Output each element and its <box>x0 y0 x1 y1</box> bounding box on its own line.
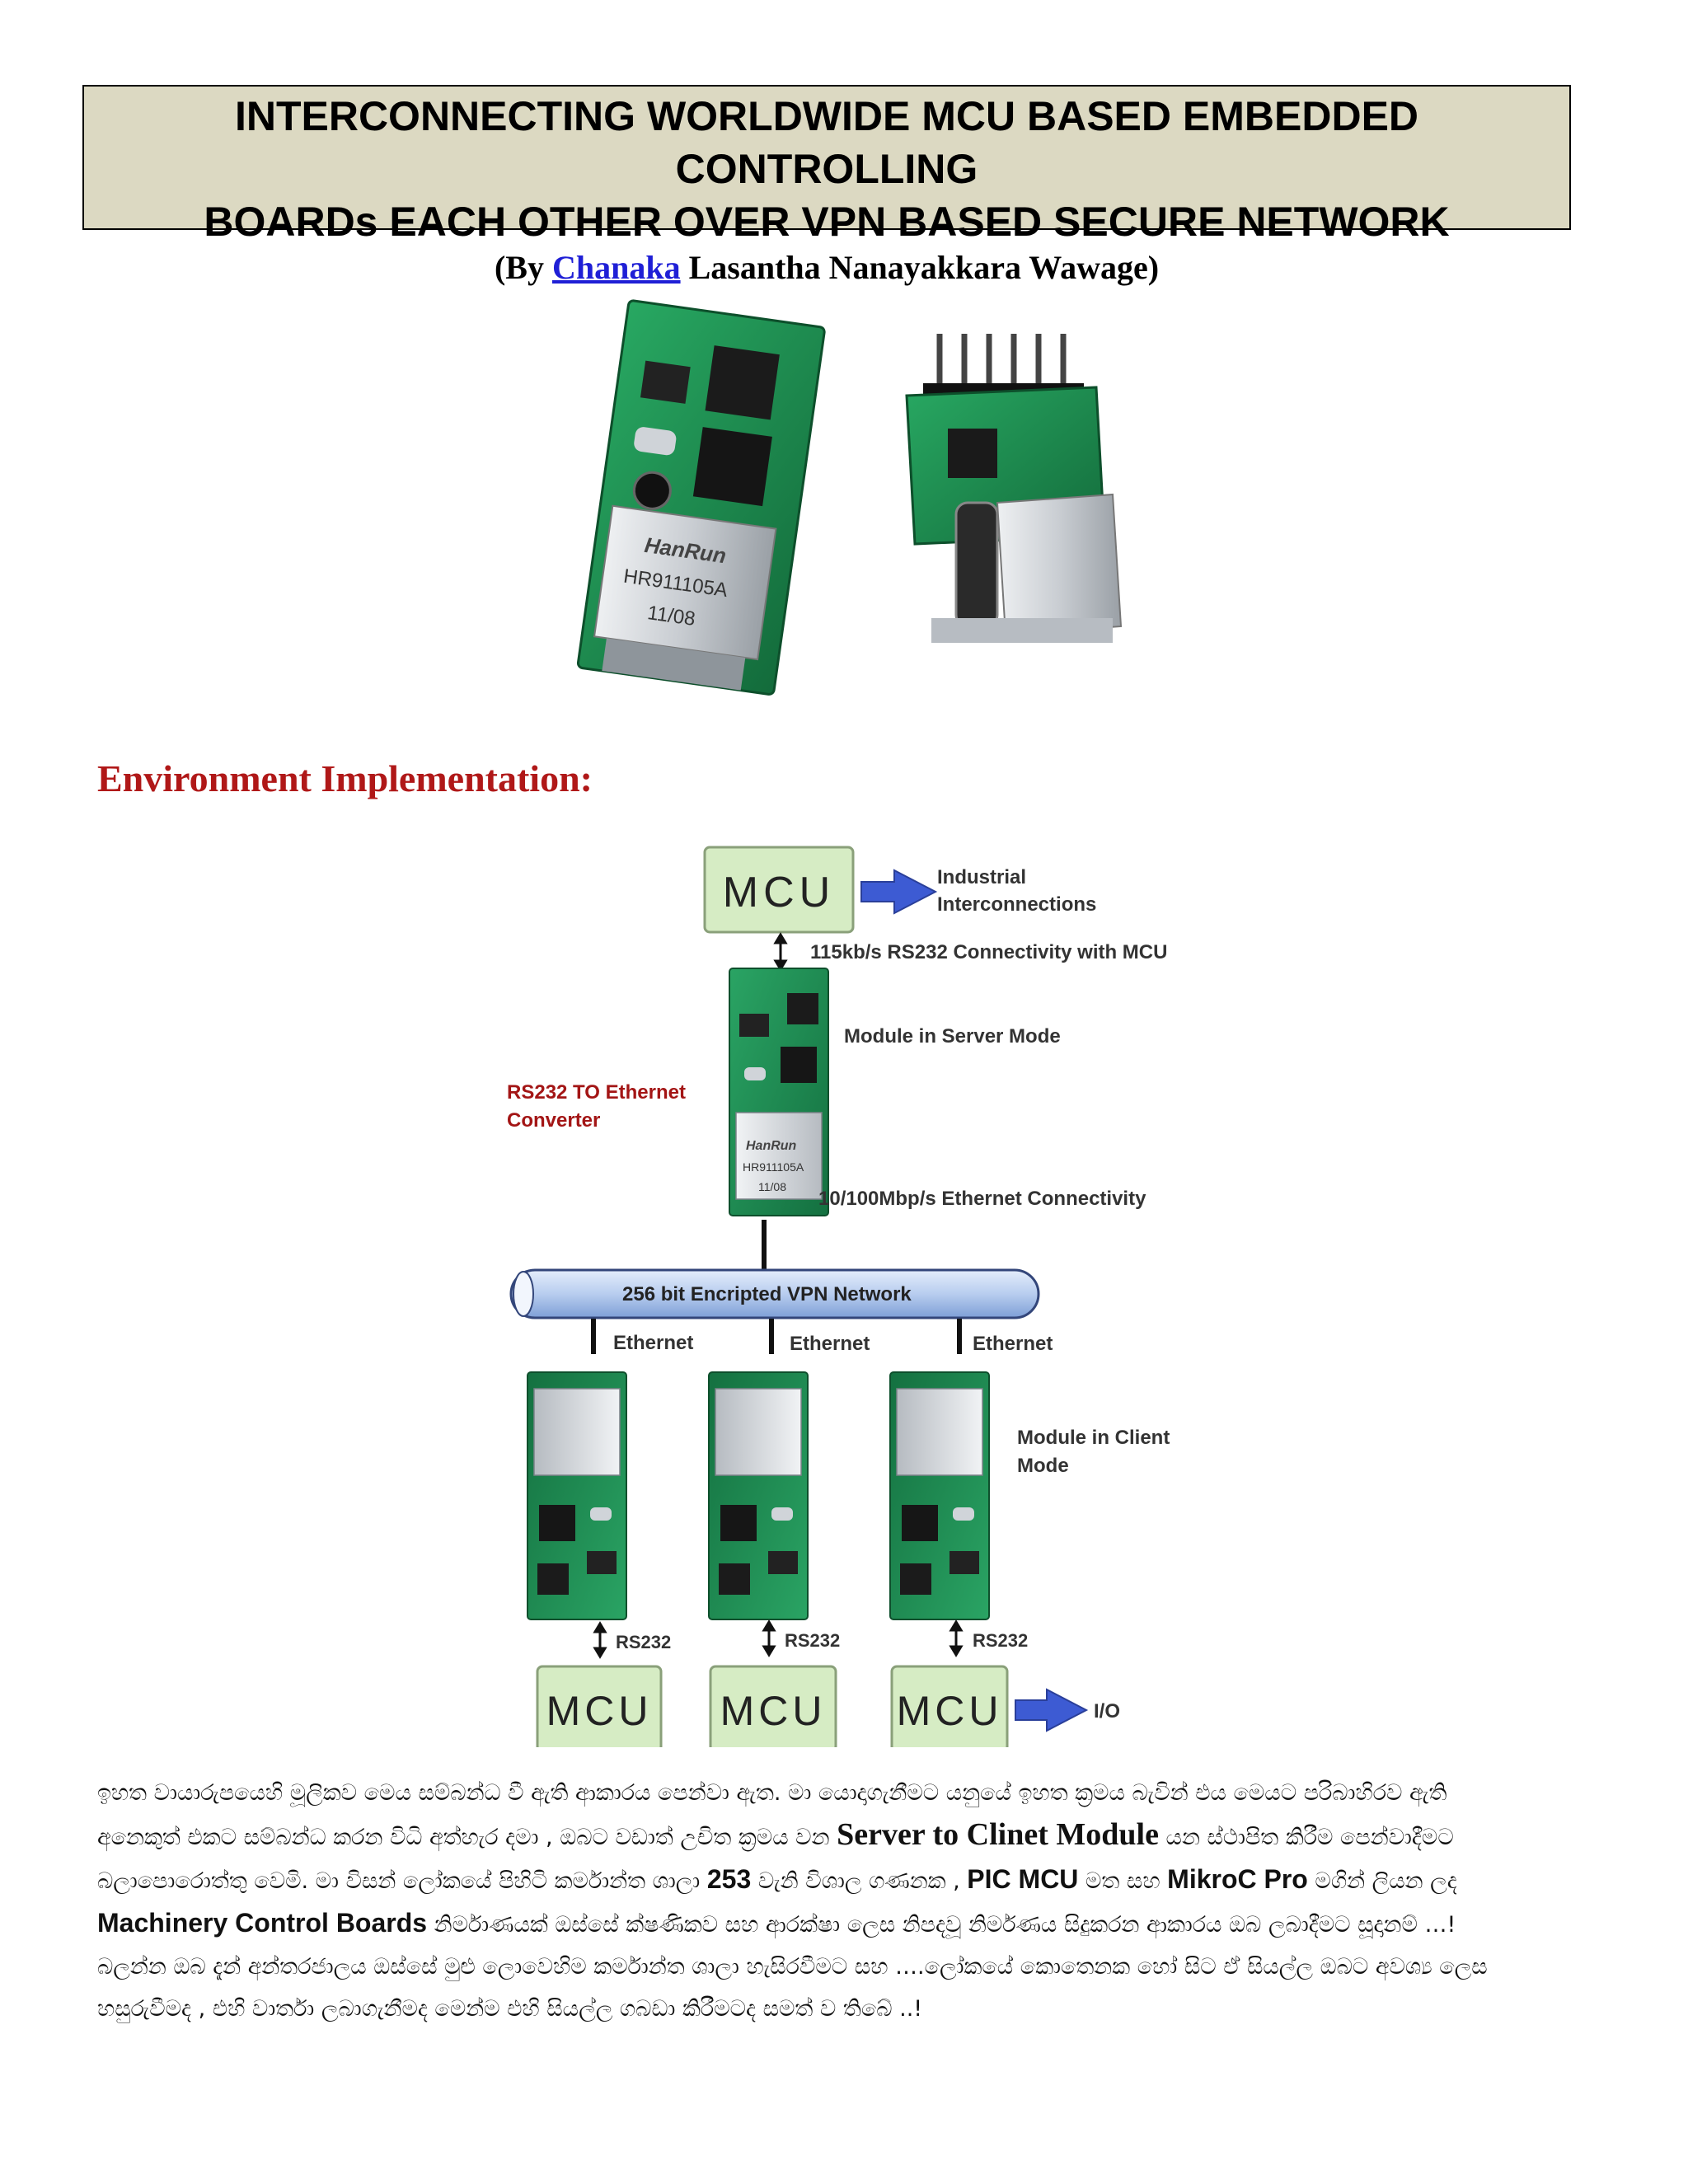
client-drop-3 <box>957 1319 962 1354</box>
mcu-box-top <box>703 846 855 934</box>
vpn-network-label: 256 bit Encripted VPN Network <box>622 1283 912 1305</box>
rs232-label-2: RS232 <box>785 1630 840 1651</box>
byline-rest: Lasantha Nanayakkara Wawage) <box>680 249 1160 286</box>
para-bold-machinery: Machinery Control Boards <box>97 1908 428 1938</box>
para-bold-253: 253 <box>706 1864 752 1894</box>
client-module-1 <box>527 1371 627 1620</box>
industrial-line-2: Interconnections <box>937 893 1096 916</box>
client-mode-line-1: Module in Client <box>1017 1427 1170 1449</box>
server-chip-model: HR911105A <box>743 1160 804 1174</box>
para-text-2: යන ස්ථාපිත කිරීම පෙන්වාදීමට බලාපොරොත්තු … <box>97 1825 1454 1894</box>
para-text-5: මගින් ලියන ලද <box>1307 1868 1457 1894</box>
arrow-io <box>1015 1688 1089 1732</box>
body-paragraph: ඉහත වායාරුපයෙහි මූලිකව මෙය සම්බන්ධ වී ඇත… <box>97 1772 1498 2030</box>
title-line-1: INTERCONNECTING WORLDWIDE MCU BASED EMBE… <box>234 93 1419 192</box>
mcu-label-top: MCU <box>723 869 835 916</box>
rs232-arrow-1 <box>593 1621 607 1659</box>
mcu-label-1: MCU <box>546 1688 653 1734</box>
byline-open: (By <box>494 249 552 286</box>
io-label: I/O <box>1094 1700 1120 1722</box>
server-module: HanRun HR911105A 11/08 <box>729 968 829 1216</box>
para-text-3: වැනි විශාල ගණනක , <box>751 1868 968 1894</box>
client-drop-1 <box>591 1319 596 1354</box>
ethernet-label-2: Ethernet <box>790 1333 870 1355</box>
converter-line-2: Converter <box>507 1109 600 1132</box>
arrow-industrial <box>860 869 938 915</box>
server-chip-brand: HanRun <box>746 1139 797 1153</box>
rs232-arrow-3 <box>949 1619 964 1657</box>
title-box: INTERCONNECTING WORLDWIDE MCU BASED EMBE… <box>82 85 1571 286</box>
byline: (By Chanaka Lasantha Nanayakkara Wawage) <box>84 248 1569 288</box>
network-diagram: MCU Industrial Interconnections 115kb/s … <box>507 846 1170 1747</box>
para-text-1: ඉහත වායාරුපයෙහි මූලිකව මෙය සම්බන්ධ වී ඇත… <box>97 1780 1447 1850</box>
industrial-line-1: Industrial <box>937 866 1026 888</box>
rs232-arrow-2 <box>762 1619 776 1657</box>
mcu-box-3 <box>890 1665 1009 1747</box>
client-module-3 <box>889 1371 990 1620</box>
ethernet-label-3: Ethernet <box>973 1333 1053 1355</box>
ethernet-label-1: Ethernet <box>613 1332 693 1354</box>
converter-line-1: RS232 TO Ethernet <box>507 1081 686 1104</box>
rs232-mcu-label: 115kb/s RS232 Connectivity with MCU <box>810 941 1167 963</box>
server-mode-label: Module in Server Mode <box>844 1025 1061 1047</box>
ethernet-module-photo: HanRun HR911105A 11/08 <box>576 299 1123 696</box>
para-bold-mikroc: MikroC Pro <box>1167 1864 1308 1894</box>
para-text-4: මත සහ <box>1078 1868 1168 1894</box>
module-small <box>905 334 1123 643</box>
rs232-label-3: RS232 <box>973 1630 1028 1651</box>
module-large: HanRun HR911105A 11/08 <box>576 299 826 696</box>
mcu-box-2 <box>709 1665 837 1747</box>
author-link[interactable]: Chanaka <box>551 249 681 286</box>
client-module-2 <box>708 1371 809 1620</box>
client-mode-line-2: Mode <box>1017 1455 1069 1477</box>
client-drop-2 <box>769 1319 774 1354</box>
section-heading: Environment Implementation: <box>97 757 593 799</box>
mcu-label-2: MCU <box>720 1688 827 1734</box>
rs232-label-1: RS232 <box>616 1632 671 1652</box>
mcu-label-3: MCU <box>897 1688 1003 1734</box>
para-bold-pic-mcu: PIC MCU <box>967 1864 1079 1894</box>
server-chip-date: 11/08 <box>758 1180 786 1193</box>
server-drop-line <box>762 1220 767 1271</box>
mcu-box-1 <box>536 1665 663 1747</box>
rs232-arrow-top <box>773 932 788 972</box>
vpn-pipe <box>509 1268 1040 1319</box>
ethernet-connectivity-label: 10/100Mbp/s Ethernet Connectivity <box>818 1188 1146 1210</box>
para-text-6: නිර්මාණයක් ඔස්සේ ක්ෂණිකව සහ ආරක්ෂා ලෙස න… <box>97 1912 1488 2022</box>
para-bold-server-client: Server to Clinet Module <box>837 1817 1159 1852</box>
title-line-2: BOARDs EACH OTHER OVER VPN BASED SECURE … <box>204 199 1450 245</box>
